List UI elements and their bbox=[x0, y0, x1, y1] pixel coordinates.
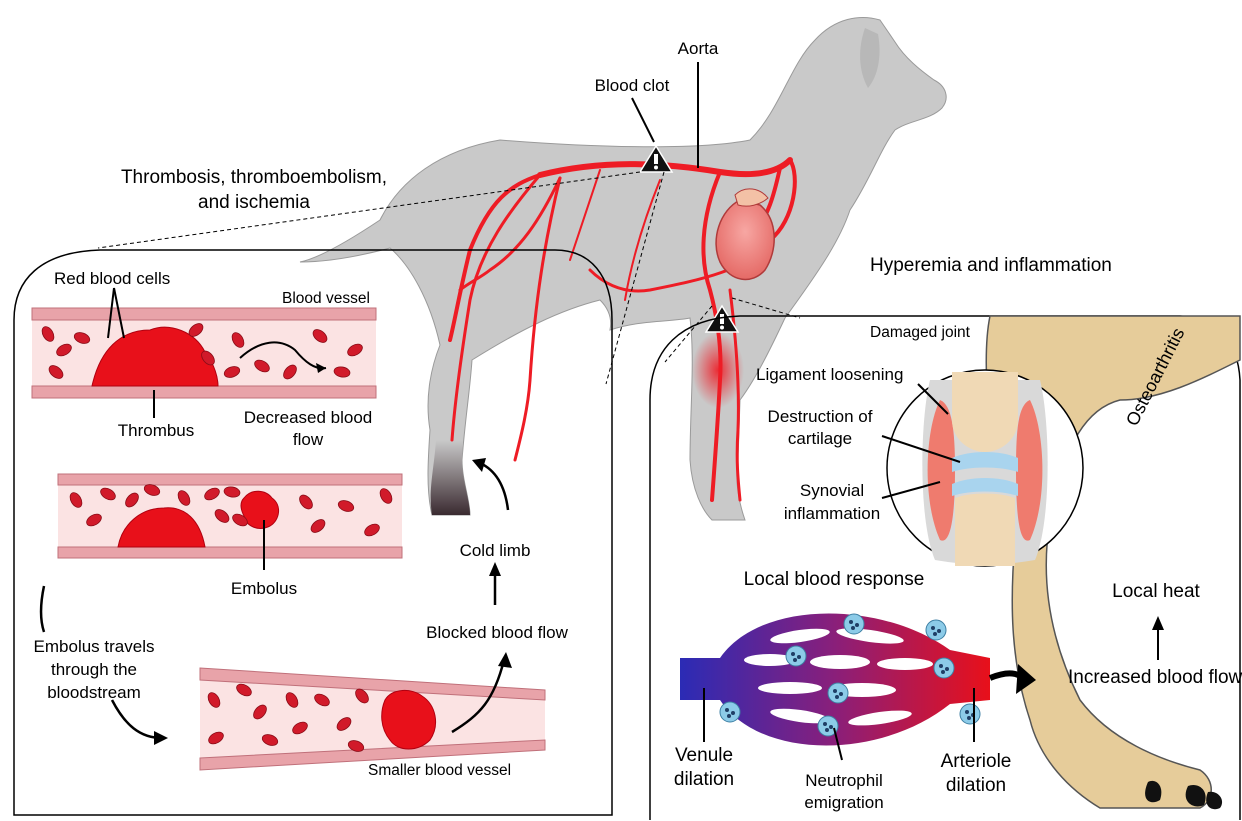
neutrophil-nucleus bbox=[823, 722, 827, 726]
neutrophil-nucleus bbox=[931, 626, 935, 630]
neutrophil-nucleus bbox=[937, 629, 941, 633]
joint-closeup bbox=[887, 370, 1083, 566]
neutrophil-nucleus bbox=[941, 670, 945, 674]
neutrophil-nucleus bbox=[939, 664, 943, 668]
decreased-flow-label-line2: flow bbox=[293, 429, 323, 450]
neutrophil-nucleus bbox=[727, 714, 731, 718]
neutrophil-nucleus bbox=[933, 632, 937, 636]
venule-label: Venule bbox=[675, 744, 733, 768]
arteriole-label: Arteriole bbox=[941, 750, 1012, 774]
neutrophil-nucleus bbox=[965, 710, 969, 714]
neutrophil-nucleus bbox=[839, 692, 843, 696]
neutrophil-nucleus bbox=[791, 652, 795, 656]
neutrophil-cell bbox=[960, 704, 980, 724]
hyperemia-title: Hyperemia and inflammation bbox=[870, 254, 1112, 278]
thrombosis-title: Thrombosis, thromboembolism, bbox=[121, 166, 387, 190]
neutrophil-nucleus bbox=[835, 695, 839, 699]
ligament-label: Ligament loosening bbox=[756, 364, 903, 385]
venule-label-line2: dilation bbox=[674, 768, 734, 792]
neutrophil-nucleus bbox=[849, 620, 853, 624]
destruction-label-line2: cartilage bbox=[788, 428, 852, 449]
red-blood-cells-label: Red blood cells bbox=[54, 268, 170, 289]
blood-vessel-smaller bbox=[200, 668, 545, 770]
blood-vessel-label: Blood vessel bbox=[282, 288, 370, 309]
neutrophil-nucleus bbox=[825, 728, 829, 732]
neutrophil-nucleus bbox=[725, 708, 729, 712]
embolus-travels-label-line2: through the bbox=[51, 659, 137, 680]
neutrophil-cell bbox=[934, 658, 954, 678]
synovial-label: Synovial bbox=[800, 480, 864, 501]
neutrophil-nucleus bbox=[945, 667, 949, 671]
neutrophil-nucleus bbox=[833, 689, 837, 693]
aorta-label: Aorta bbox=[678, 38, 719, 59]
decreased-flow-label: Decreased blood bbox=[244, 407, 373, 428]
embolus-label: Embolus bbox=[231, 578, 297, 599]
blood-clot-label: Blood clot bbox=[595, 75, 670, 96]
neutrophil-cell bbox=[786, 646, 806, 666]
blocked-flow-label: Blocked blood flow bbox=[426, 622, 568, 643]
thrombus-label: Thrombus bbox=[118, 420, 195, 441]
neutrophil-label: Neutrophil bbox=[805, 770, 883, 791]
smaller-vessel-label: Smaller blood vessel bbox=[368, 760, 511, 781]
increased-flow-label: Increased blood flow bbox=[1068, 666, 1242, 690]
arteriole-label-line2: dilation bbox=[946, 774, 1006, 798]
cold-limb-label: Cold limb bbox=[460, 540, 531, 561]
destruction-label: Destruction of bbox=[768, 406, 873, 427]
neutrophil-nucleus bbox=[793, 658, 797, 662]
local-heat-label: Local heat bbox=[1112, 580, 1200, 604]
neutrophil-cell bbox=[828, 683, 848, 703]
neutrophil-cell bbox=[926, 620, 946, 640]
damaged-joint-label: Damaged joint bbox=[870, 322, 970, 343]
thrombosis-title-line2: and ischemia bbox=[198, 191, 310, 215]
embolus-travels-label: Embolus travels bbox=[34, 636, 155, 657]
neutrophil-nucleus bbox=[851, 626, 855, 630]
neutrophil-nucleus bbox=[829, 725, 833, 729]
neutrophil-nucleus bbox=[855, 623, 859, 627]
neutrophil-cell bbox=[720, 702, 740, 722]
local-response-label: Local blood response bbox=[744, 568, 925, 592]
neutrophil-nucleus bbox=[731, 711, 735, 715]
neutrophil-cell bbox=[844, 614, 864, 634]
synovial-label-line2: inflammation bbox=[784, 503, 880, 524]
neutrophil-label-line2: emigration bbox=[804, 792, 883, 813]
neutrophil-nucleus bbox=[797, 655, 801, 659]
neutrophil-nucleus bbox=[967, 716, 971, 720]
embolus-travels-label-line3: bloodstream bbox=[47, 682, 141, 703]
